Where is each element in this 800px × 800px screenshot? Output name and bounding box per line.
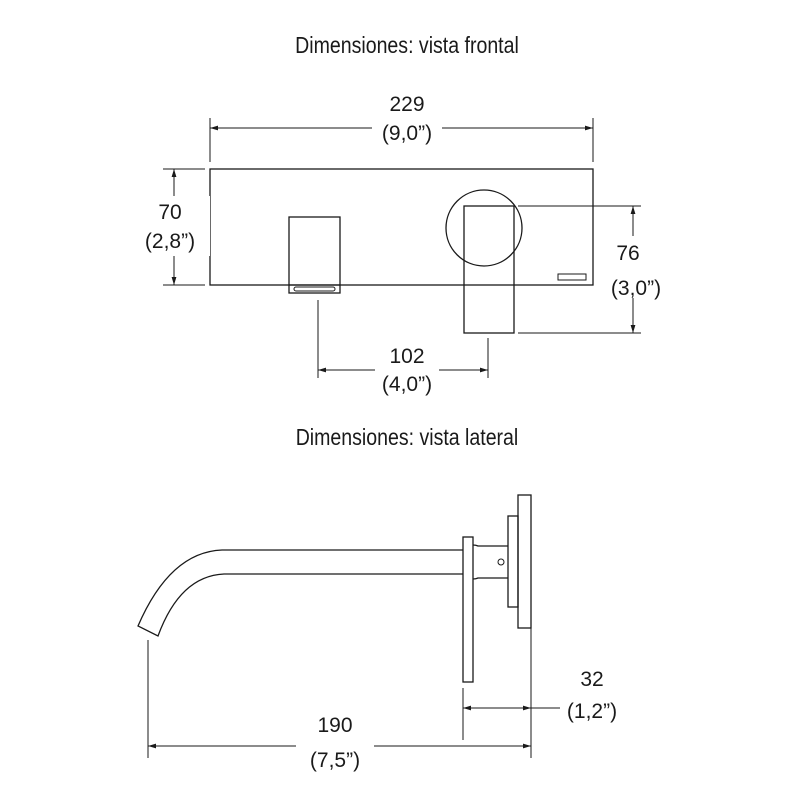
depth-in: (1,2”) <box>567 700 617 723</box>
handle-height-in: (3,0”) <box>611 277 661 300</box>
valve-stem <box>472 544 508 580</box>
spout-side <box>137 549 463 637</box>
height-mm: 70 <box>158 201 181 224</box>
spout-front <box>288 216 341 294</box>
side-view: Dimensiones: vista lateral 32 (1,2”) 190… <box>137 425 617 772</box>
height-in: (2,8”) <box>145 230 195 253</box>
spacing-in: (4,0”) <box>382 373 432 396</box>
spout-outlet <box>293 286 336 292</box>
logo-badge <box>557 273 587 281</box>
set-screw <box>497 558 505 566</box>
wall-plate <box>209 168 594 286</box>
width-in: (9,0”) <box>382 122 432 145</box>
handle-escutcheon <box>445 189 523 267</box>
side-view-title: Dimensiones: vista lateral <box>296 425 519 451</box>
front-view: Dimensiones: vista frontal 229 (9,0”) 70… <box>130 33 672 396</box>
handle-side <box>462 536 474 683</box>
width-mm: 229 <box>389 93 424 116</box>
projection-in: (7,5”) <box>310 749 360 772</box>
spacing-mm: 102 <box>389 345 424 368</box>
handle-lever <box>463 205 515 334</box>
wall-plate-side <box>517 494 532 629</box>
escutcheon-side <box>507 515 519 608</box>
depth-mm: 32 <box>580 668 603 691</box>
front-view-title: Dimensiones: vista frontal <box>295 33 519 59</box>
handle-height-mm: 76 <box>616 242 639 265</box>
projection-mm: 190 <box>317 714 352 737</box>
